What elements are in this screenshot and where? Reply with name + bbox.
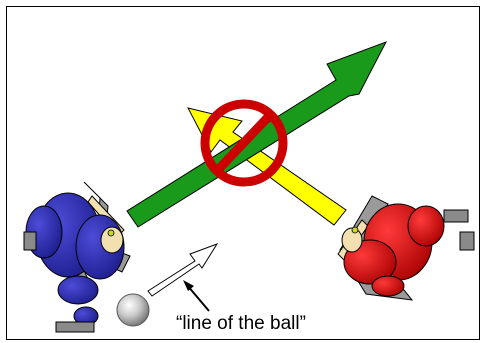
wheelchair-player-blue [24,182,130,332]
pointer-arrow [183,280,209,311]
wheelchair-player-red [338,196,474,300]
ball-line-arrow [148,244,217,296]
line-of-ball-caption: “line of the ball” [176,313,306,335]
ball [117,294,149,326]
